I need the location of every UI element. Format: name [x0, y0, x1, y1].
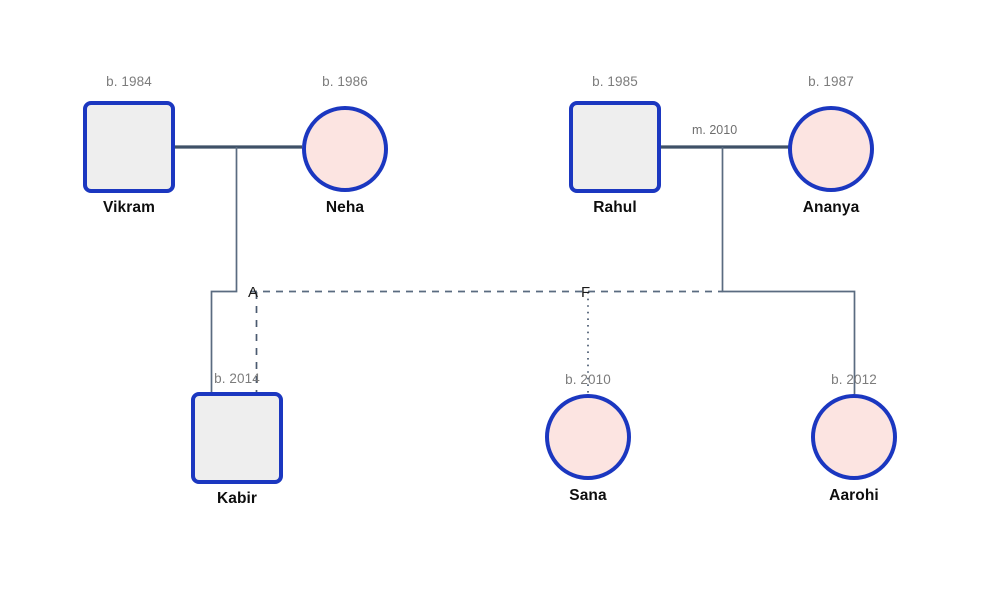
- person-shape-circle-neha[interactable]: [302, 106, 388, 192]
- person-node-neha[interactable]: b. 1986 Neha: [302, 74, 388, 216]
- person-shape-square-vikram[interactable]: [83, 101, 175, 193]
- person-shape-circle-aarohi[interactable]: [811, 394, 897, 480]
- person-node-ananya[interactable]: b. 1987 Ananya: [788, 74, 874, 216]
- relationship-link-a-label: A: [248, 284, 259, 301]
- person-name-vikram: Vikram: [102, 199, 156, 216]
- person-name-sana: Sana: [569, 487, 607, 504]
- person-name-kabir: Kabir: [216, 490, 258, 507]
- person-birth-vikram: b. 1984: [106, 74, 152, 89]
- descent-path-vikram-neha-kabir: [210, 147, 238, 392]
- person-birth-neha: b. 1986: [322, 74, 368, 89]
- person-name-rahul: Rahul: [593, 199, 637, 216]
- person-name-neha: Neha: [325, 199, 365, 216]
- person-shape-circle-sana[interactable]: [545, 394, 631, 480]
- person-shape-square-rahul[interactable]: [569, 101, 661, 193]
- person-birth-ananya: b. 1987: [808, 74, 854, 89]
- relationship-link-f-label: F: [581, 284, 591, 301]
- person-node-sana[interactable]: b. 2010 Sana: [545, 372, 631, 504]
- person-birth-aarohi: b. 2012: [831, 372, 877, 387]
- person-node-rahul[interactable]: b. 1985 Rahul: [569, 74, 661, 216]
- person-node-vikram[interactable]: b. 1984 Vikram: [83, 74, 175, 216]
- person-node-aarohi[interactable]: b. 2012 Aarohi: [811, 372, 897, 504]
- person-node-kabir[interactable]: b. 2014 Kabir: [191, 371, 283, 507]
- union-label-rahul-ananya: m. 2010: [692, 123, 738, 137]
- person-name-aarohi: Aarohi: [829, 487, 879, 504]
- person-shape-square-kabir[interactable]: [191, 392, 283, 484]
- person-name-ananya: Ananya: [802, 199, 860, 216]
- person-birth-kabir: b. 2014: [214, 371, 260, 386]
- person-birth-sana: b. 2010: [565, 372, 611, 387]
- person-birth-rahul: b. 1985: [592, 74, 638, 89]
- person-shape-circle-ananya[interactable]: [788, 106, 874, 192]
